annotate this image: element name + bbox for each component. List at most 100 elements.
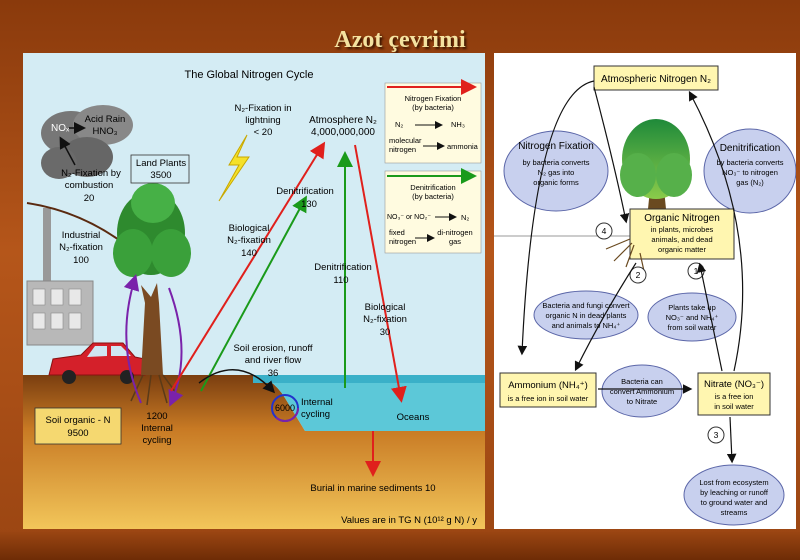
svg-text:Soil erosion, runoff: Soil erosion, runoff [233, 343, 312, 354]
svg-text:N₂-fixation: N₂-fixation [227, 235, 271, 246]
tree-illustration [113, 183, 191, 406]
factory-illustration [26, 208, 94, 346]
svg-text:Lost from ecosystem: Lost from ecosystem [699, 478, 768, 487]
ecosystem-cycle-diagram: Atmospheric Nitrogen N₂ Nitrogen Fixatio… [494, 65, 796, 526]
nox-label: NOₓ [51, 123, 70, 134]
svg-text:to Nitrate: to Nitrate [627, 397, 657, 406]
svg-text:Internal: Internal [301, 397, 333, 408]
svg-text:molecular: molecular [389, 136, 422, 145]
lost-from-ecosystem-bubble [683, 464, 785, 526]
svg-text:130: 130 [301, 199, 317, 210]
atmosphere-label: Atmosphere N₂ [309, 115, 377, 126]
organic-to-ammonium-arrow [574, 262, 637, 372]
svg-text:3: 3 [714, 430, 719, 440]
svg-text:Land Plants: Land Plants [136, 158, 186, 169]
svg-text:Atmospheric Nitrogen N₂: Atmospheric Nitrogen N₂ [601, 74, 711, 85]
svg-text:140: 140 [241, 248, 257, 259]
svg-text:< 20: < 20 [254, 127, 273, 138]
svg-text:lightning: lightning [245, 115, 280, 126]
land-plants-box [130, 154, 190, 184]
svg-text:Internal: Internal [141, 423, 173, 434]
svg-text:and river flow: and river flow [245, 355, 302, 366]
svg-text:organic N in dead plants: organic N in dead plants [546, 311, 627, 320]
svg-text:100: 100 [73, 255, 89, 266]
soil-organic-box [34, 407, 122, 445]
svg-text:N₂-fixation: N₂-fixation [363, 314, 407, 325]
svg-text:2: 2 [636, 270, 641, 280]
svg-text:N₂: N₂ [461, 213, 469, 222]
step-3-marker [707, 426, 725, 444]
burial-label: Burial in marine sediments 10 [310, 483, 435, 494]
svg-text:Biological: Biological [229, 223, 270, 234]
svg-text:gas (N₂): gas (N₂) [736, 178, 764, 187]
acid-rain-label: Acid Rain [85, 114, 126, 125]
lightning-icon [218, 134, 250, 202]
svg-text:4: 4 [602, 226, 607, 236]
legend-denitrification: Denitrification (by bacteria) NO₃⁻ or NO… [384, 168, 482, 254]
svg-text:combustion: combustion [65, 180, 114, 191]
svg-text:streams: streams [721, 508, 748, 517]
ocean-area [253, 375, 485, 431]
convert-ammonium-bubble [601, 364, 683, 418]
svg-text:Nitrogen Fixation: Nitrogen Fixation [405, 94, 462, 103]
nitrate-to-organic-arrow [696, 262, 723, 372]
svg-text:Ammonium (NH₄⁺): Ammonium (NH₄⁺) [508, 380, 588, 391]
svg-text:by bacteria converts: by bacteria converts [522, 158, 589, 167]
svg-text:animals, and dead: animals, and dead [651, 235, 712, 244]
erosion-arrow [198, 369, 276, 394]
svg-text:N₂-Fixation by: N₂-Fixation by [61, 168, 121, 179]
svg-text:Denitrification: Denitrification [314, 262, 372, 273]
svg-text:30: 30 [380, 327, 391, 338]
oceans-label: Oceans [397, 412, 430, 423]
red-flow-land [170, 141, 326, 392]
ammonium-box [499, 372, 597, 408]
svg-text:organic forms: organic forms [533, 178, 579, 187]
svg-text:(by bacteria): (by bacteria) [412, 192, 454, 201]
svg-text:N₂ gas into: N₂ gas into [538, 168, 575, 177]
svg-text:3500: 3500 [150, 170, 171, 181]
svg-text:N₂: N₂ [395, 120, 403, 129]
svg-text:in plants, microbes: in plants, microbes [651, 225, 714, 234]
svg-text:is a free ion in soil water: is a free ion in soil water [508, 394, 589, 403]
diagram-title: The Global Nitrogen Cycle [184, 69, 313, 81]
svg-text:NO₃⁻ and NH₄⁺: NO₃⁻ and NH₄⁺ [666, 313, 719, 322]
plants-take-up-bubble [647, 292, 737, 342]
nitrate-to-atm-arrow [688, 90, 744, 372]
step-2-marker [629, 266, 647, 284]
svg-text:Denitrification: Denitrification [410, 183, 455, 192]
cycle-arrows [517, 80, 744, 464]
svg-text:nitrogen: nitrogen [389, 145, 416, 154]
svg-text:convert Ammonium: convert Ammonium [610, 387, 674, 396]
atm-to-organic-arrow [593, 86, 630, 224]
nitrate-to-lost-arrow [726, 416, 737, 464]
atm-to-ammonium-arrow [517, 80, 595, 356]
svg-text:1200: 1200 [146, 411, 167, 422]
svg-text:110: 110 [333, 275, 348, 286]
slide-footer-bar [0, 532, 800, 560]
green-flow-land [200, 195, 307, 392]
svg-text:Industrial: Industrial [62, 230, 101, 241]
atmosphere-value: 4,000,000,000 [311, 127, 375, 138]
svg-text:to ground water and: to ground water and [701, 498, 768, 507]
smoke-cloud [41, 105, 133, 179]
svg-text:cycling: cycling [142, 435, 171, 446]
svg-text:NO₃⁻ or NO₂⁻: NO₃⁻ or NO₂⁻ [387, 214, 431, 221]
svg-text:1: 1 [694, 266, 699, 276]
svg-text:Plants take up: Plants take up [668, 303, 716, 312]
svg-text:Nitrogen Fixation: Nitrogen Fixation [518, 141, 594, 152]
svg-text:N₂-fixation: N₂-fixation [59, 242, 103, 253]
roots [605, 238, 645, 272]
svg-text:(by bacteria): (by bacteria) [412, 103, 454, 112]
svg-text:Denitrification: Denitrification [276, 186, 334, 197]
svg-text:36: 36 [268, 368, 279, 379]
denitrification-bubble [703, 128, 796, 214]
svg-text:Organic Nitrogen: Organic Nitrogen [644, 213, 720, 224]
slide-title: Azot çevrimi [334, 27, 466, 53]
hno3-label: HNO₃ [93, 126, 118, 137]
atmospheric-nitrogen-box [593, 65, 719, 91]
svg-text:gas: gas [449, 237, 461, 246]
ocean-internal-value: 6000 [275, 403, 295, 413]
svg-text:ammonia: ammonia [447, 142, 479, 151]
ocean-cycle-ring [271, 394, 299, 422]
svg-text:NO₃⁻ to nitrogen: NO₃⁻ to nitrogen [722, 168, 778, 177]
